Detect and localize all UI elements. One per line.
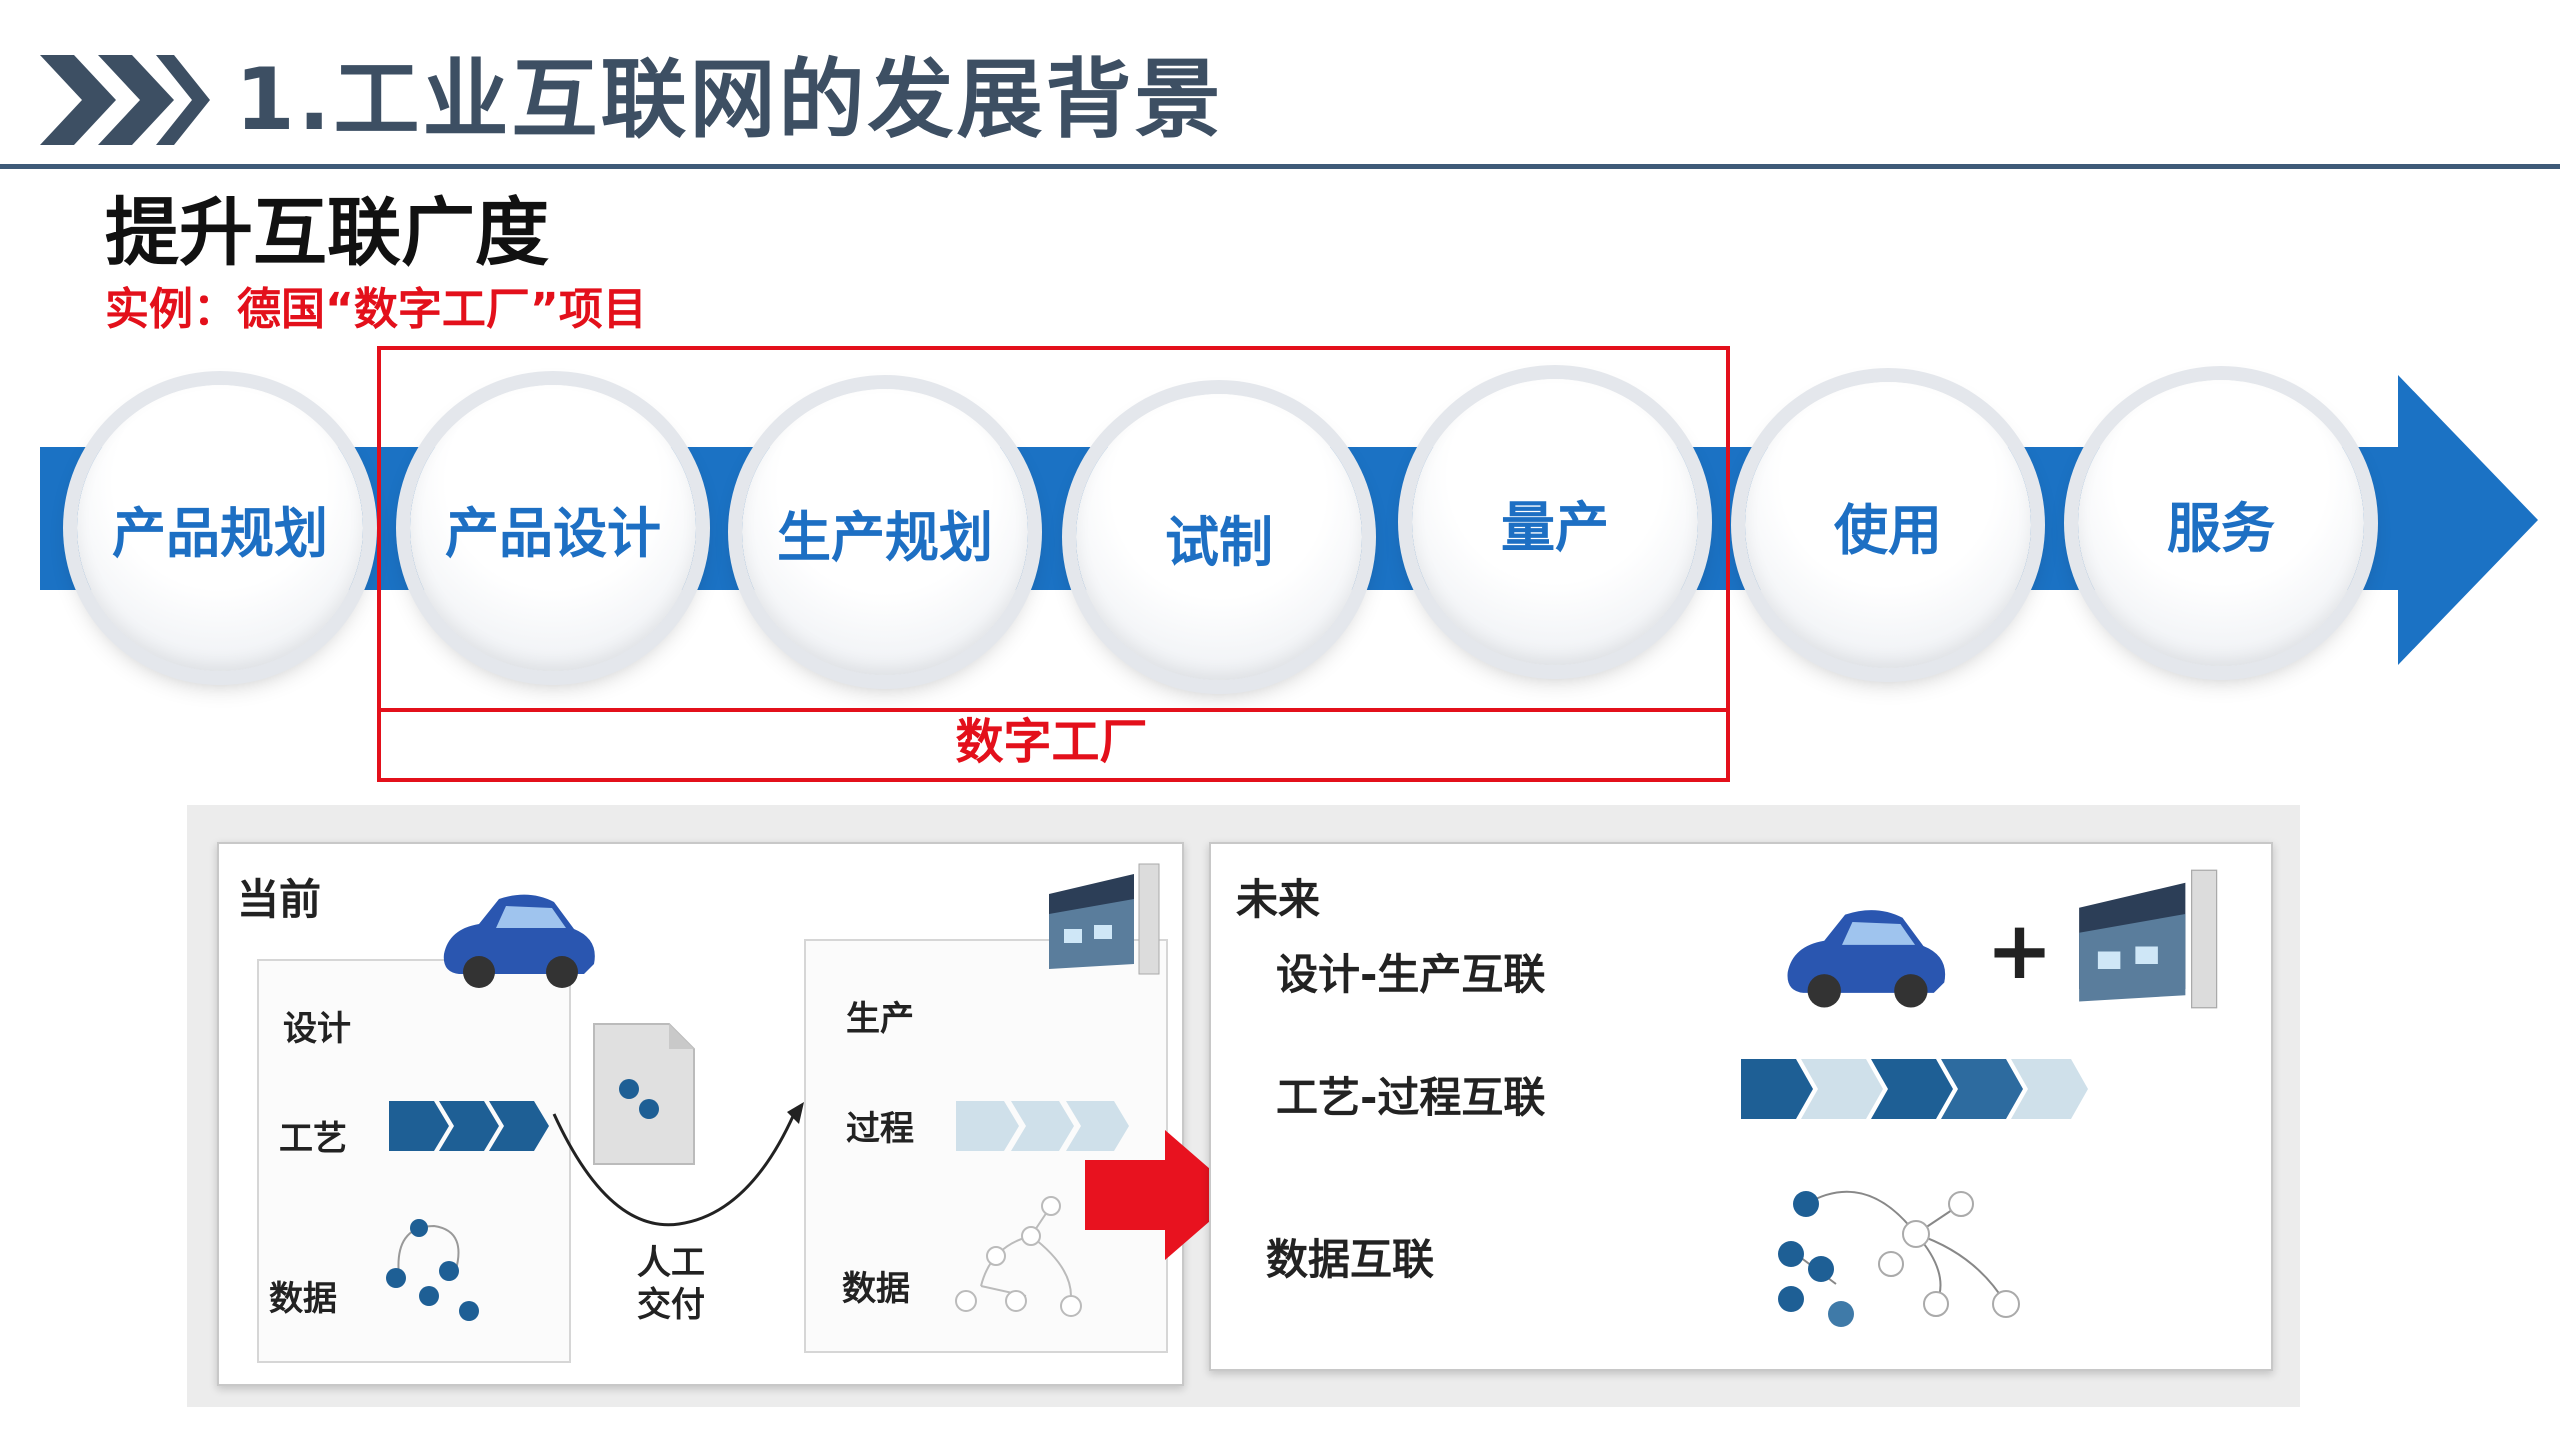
transition-arrow-icon [1085,1130,1240,1260]
future-card: 未来 设计-生产互联 工艺-过程互联 数据互联 + [1209,842,2273,1371]
page-title: 1.工业互联网的发展背景 [235,50,1224,150]
process-step-label: 产品设计 [445,501,661,565]
current-process-label: 工艺 [279,1119,347,1159]
factory-icon [2079,869,2218,1009]
data-network-icon [386,1219,479,1321]
current-flow-label: 过程 [846,1109,914,1149]
current-title: 当前 [237,875,322,924]
process-step-service: 服务 [2078,380,2364,666]
process-step-label: 使用 [1834,498,1942,562]
current-card: 当前 设计 工艺 数据 [217,842,1184,1386]
connected-chevrons-icon [1741,1059,2088,1119]
future-item-process-flow: 工艺-过程互联 [1276,1073,1546,1122]
manual-handoff-label: 人工 交付 [637,1243,705,1325]
current-production-data-label: 数据 [842,1269,910,1309]
document-icon [593,1023,695,1165]
digital-factory-label: 数字工厂 [955,714,1148,770]
handoff-curve-arrow [552,1102,804,1227]
current-design-label: 设计 [283,1009,351,1049]
process-chevrons-icon [389,1101,549,1151]
process-step-trial-production: 试制 [1076,394,1362,680]
car-icon [443,894,595,988]
future-item-data: 数据互联 [1266,1235,1435,1284]
factory-icon [1049,863,1160,975]
digital-factory-label-box [377,702,1730,782]
process-step-label: 服务 [2167,496,2275,560]
process-step-product-design: 产品设计 [410,385,696,671]
digital-factory-highlight-box [377,346,1730,712]
current-production-label: 生产 [846,999,914,1039]
process-step-label: 量产 [1501,495,1609,559]
comparison-photo: 当前 设计 工艺 数据 [187,805,2300,1407]
process-step-label: 试制 [1165,510,1273,574]
process-step-label: 生产规划 [777,505,993,569]
process-chevrons-light-icon [956,1101,1129,1151]
section-subtitle: 提升互联广度 [105,190,549,276]
plus-sign: + [1986,904,2054,997]
car-icon [1787,910,1946,1008]
current-production-box: 生产 过程 数据 [804,939,1168,1353]
future-item-design-production: 设计-生产互联 [1276,950,1546,999]
example-label: 实例：德国“数字工厂”项目 [105,284,647,335]
process-step-product-planning: 产品规划 [77,385,363,671]
connected-data-network-icon [1778,1190,2020,1327]
current-data-label: 数据 [269,1279,337,1319]
process-step-usage: 使用 [1745,382,2031,668]
future-title: 未来 [1236,875,1321,924]
process-step-production-planning: 生产规划 [742,389,1028,675]
header-divider [0,164,2560,169]
process-step-mass-production: 量产 [1412,379,1698,665]
data-network-light-icon [955,1196,1082,1317]
header-chevron-icon [40,55,210,145]
process-step-label: 产品规划 [112,501,328,565]
process-arrow-head [2398,375,2538,665]
current-design-box: 设计 工艺 数据 [257,959,571,1363]
